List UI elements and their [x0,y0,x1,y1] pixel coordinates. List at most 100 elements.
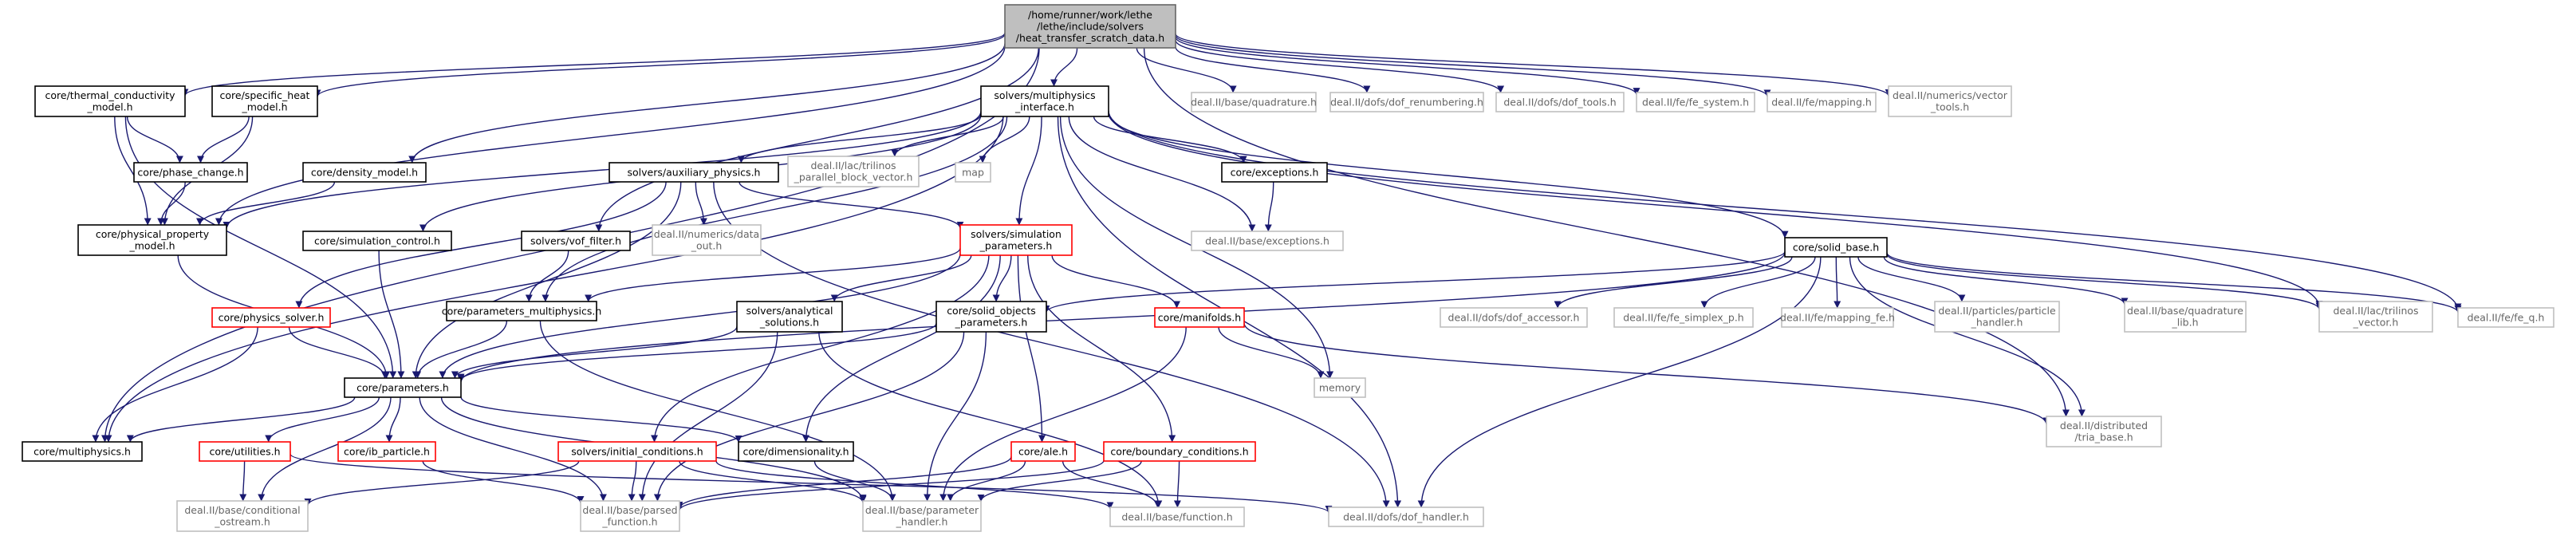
edge-parameters-to-multiphysics [126,396,356,443]
node-physical-property-model[interactable]: core/physical_property_model.h [77,224,227,256]
node-parameters[interactable]: core/parameters.h [344,377,462,398]
node-box [1784,237,1888,258]
node-memory: memory [1314,377,1366,398]
edge-boundary_conditions-to-parameter_handler [977,460,1142,502]
node-label-line: core/solid_base.h [1793,241,1879,253]
node-label-line: _parameters.h [955,317,1028,329]
node-label-line: /tria_base.h [2074,432,2133,443]
edge-solid_base-to-tria_base [1849,256,2086,417]
edge-initial_conditions-to-parameter_handler [679,460,867,503]
edge-root-to-dealii_mapping [1175,34,1771,97]
node-box [211,85,318,117]
node-specific-heat[interactable]: core/specific_heat_model.h [211,85,318,117]
node-box [1191,231,1344,251]
edge-simulation_parameters-to-parameters [439,253,961,379]
node-density-model[interactable]: core/density_model.h [302,162,427,183]
node-box [337,441,436,462]
node-box [959,224,1073,256]
edge-root-to-dealii_dof_tools [1175,40,1504,93]
node-multiphysics-interface[interactable]: solvers/multiphysics_interface.h [980,85,1109,117]
node-label-line: deal.II/dofs/dof_handler.h [1343,510,1469,522]
edge-auxiliary_physics-to-parameters [412,181,682,379]
node-label-line: deal.II/dofs/dof_tools.h [1503,96,1616,108]
node-label-line: core/multiphysics.h [33,445,131,457]
node-label-line: core/solid_objects [947,305,1036,317]
node-label-line: solvers/vof_filter.h [530,235,621,246]
node-root[interactable]: /home/runner/work/lethe/lethe/include/so… [1004,4,1176,49]
edge-solid_base-to-particle_handler [1857,256,1966,302]
node-multiphysics[interactable]: core/multiphysics.h [22,441,143,462]
node-label-line: _handler.h [896,516,948,528]
edge-multiphysics_interface-to-exceptions [1093,116,1247,164]
node-label-line: _vector.h [2353,317,2399,329]
node-simulation-control[interactable]: core/simulation_control.h [302,231,452,251]
edge-solid_objects_parameters-to-parameters [457,323,937,381]
edge-root-to-specific_heat [313,34,1006,97]
node-solid-objects-parameters[interactable]: core/solid_objects_parameters.h [935,301,1047,333]
node-dealii-dof-tools: deal.II/dofs/dof_tools.h [1495,92,1625,112]
node-analytical-solutions[interactable]: solvers/analytical_solutions.h [736,301,843,333]
edge-solid_base-to-mapping_fe [1834,256,1841,309]
edge-analytical_solutions-to-parsed_function [638,331,778,502]
edge-ale-to-parameter_handler [947,460,1026,502]
node-box [862,500,982,532]
node-solid-base[interactable]: core/solid_base.h [1784,237,1888,258]
node-label-line: solvers/auxiliary_physics.h [628,166,761,178]
node-physics-solver[interactable]: core/physics_solver.h [211,307,331,328]
node-box [1221,162,1328,183]
edge-root-to-dealii_dof_renumbering [1175,46,1371,93]
edge-root-to-physical_property_model [215,45,1006,226]
edge-parameters-to-conditional_ostream [258,396,392,502]
node-label-line: /home/runner/work/lethe [1028,9,1152,21]
edge-auxiliary_physics-to-numerics_data_out [695,181,707,226]
edge-multiphysics_interface-to-multiphysics [104,116,1004,443]
edge-root-to-dealii_numerics_vector_tools [1175,33,1893,97]
node-label-line: deal.II/base/exceptions.h [1205,235,1329,246]
dependency-edges [92,32,2462,514]
node-label-line: _model.h [128,240,175,252]
edge-initial_conditions-to-function [715,460,1114,510]
node-function: deal.II/base/function.h [1109,506,1245,527]
node-box [344,377,462,398]
node-auxiliary-physics[interactable]: solvers/auxiliary_physics.h [609,162,779,183]
node-parsed-function: deal.II/base/parsed_function.h [580,500,680,532]
node-initial-conditions[interactable]: solvers/initial_conditions.h [557,441,717,462]
node-utilities[interactable]: core/utilities.h [199,441,291,462]
edge-multiphysics_interface-to-parameters_multiphysics [542,116,1008,302]
node-box [302,231,452,251]
node-box [2457,307,2554,328]
node-ale[interactable]: core/ale.h [1010,441,1076,462]
node-dimensionality[interactable]: core/dimensionality.h [738,441,854,462]
edge-simulation_parameters-to-initial_conditions [651,254,990,443]
node-parameters-multiphysics[interactable]: core/parameters_multiphysics.h [442,301,602,321]
edge-manifolds-to-memory [1218,326,1325,379]
node-map: map [955,162,991,183]
node-label-line: _lib.h [2171,317,2198,329]
node-box [521,231,631,251]
node-label-line: deal.II/fe/fe_q.h [2468,311,2545,323]
node-phase-change[interactable]: core/phase_change.h [133,162,248,183]
node-fe-q: deal.II/fe/fe_q.h [2457,307,2554,328]
edge-multiphysics_interface-to-trilinos_vector [1108,111,2323,308]
node-box [1329,92,1484,112]
node-simulation-parameters[interactable]: solvers/simulation_parameters.h [959,224,1073,256]
node-manifolds[interactable]: core/manifolds.h [1154,307,1245,328]
node-ib-particle[interactable]: core/ib_particle.h [337,441,436,462]
node-box [1781,307,1894,328]
edge-initial_conditions-to-conditional_ostream [304,460,580,506]
node-label-line: deal.II/dofs/dof_renumbering.h [1330,96,1483,108]
edge-vof_filter-to-parameters_multiphysics [525,250,569,302]
node-label-line: core/density_model.h [311,166,418,178]
node-boundary-conditions[interactable]: core/boundary_conditions.h [1103,441,1256,462]
edge-root-to-dealii_quadrature [1136,47,1237,93]
node-label-line: _parallel_block_vector.h [794,171,913,183]
edge-simulation_parameters-to-boundary_conditions [1027,254,1176,443]
node-label-line: /heat_transfer_scratch_data.h [1016,32,1164,44]
node-thermal-conductivity[interactable]: core/thermal_conductivity_model.h [34,85,186,117]
node-box [446,301,597,321]
node-vof-filter[interactable]: solvers/vof_filter.h [521,231,631,251]
node-label-line: deal.II/particles/particle [1938,305,2056,317]
node-box [1154,307,1245,328]
node-box [1103,441,1256,462]
node-exceptions[interactable]: core/exceptions.h [1221,162,1328,183]
